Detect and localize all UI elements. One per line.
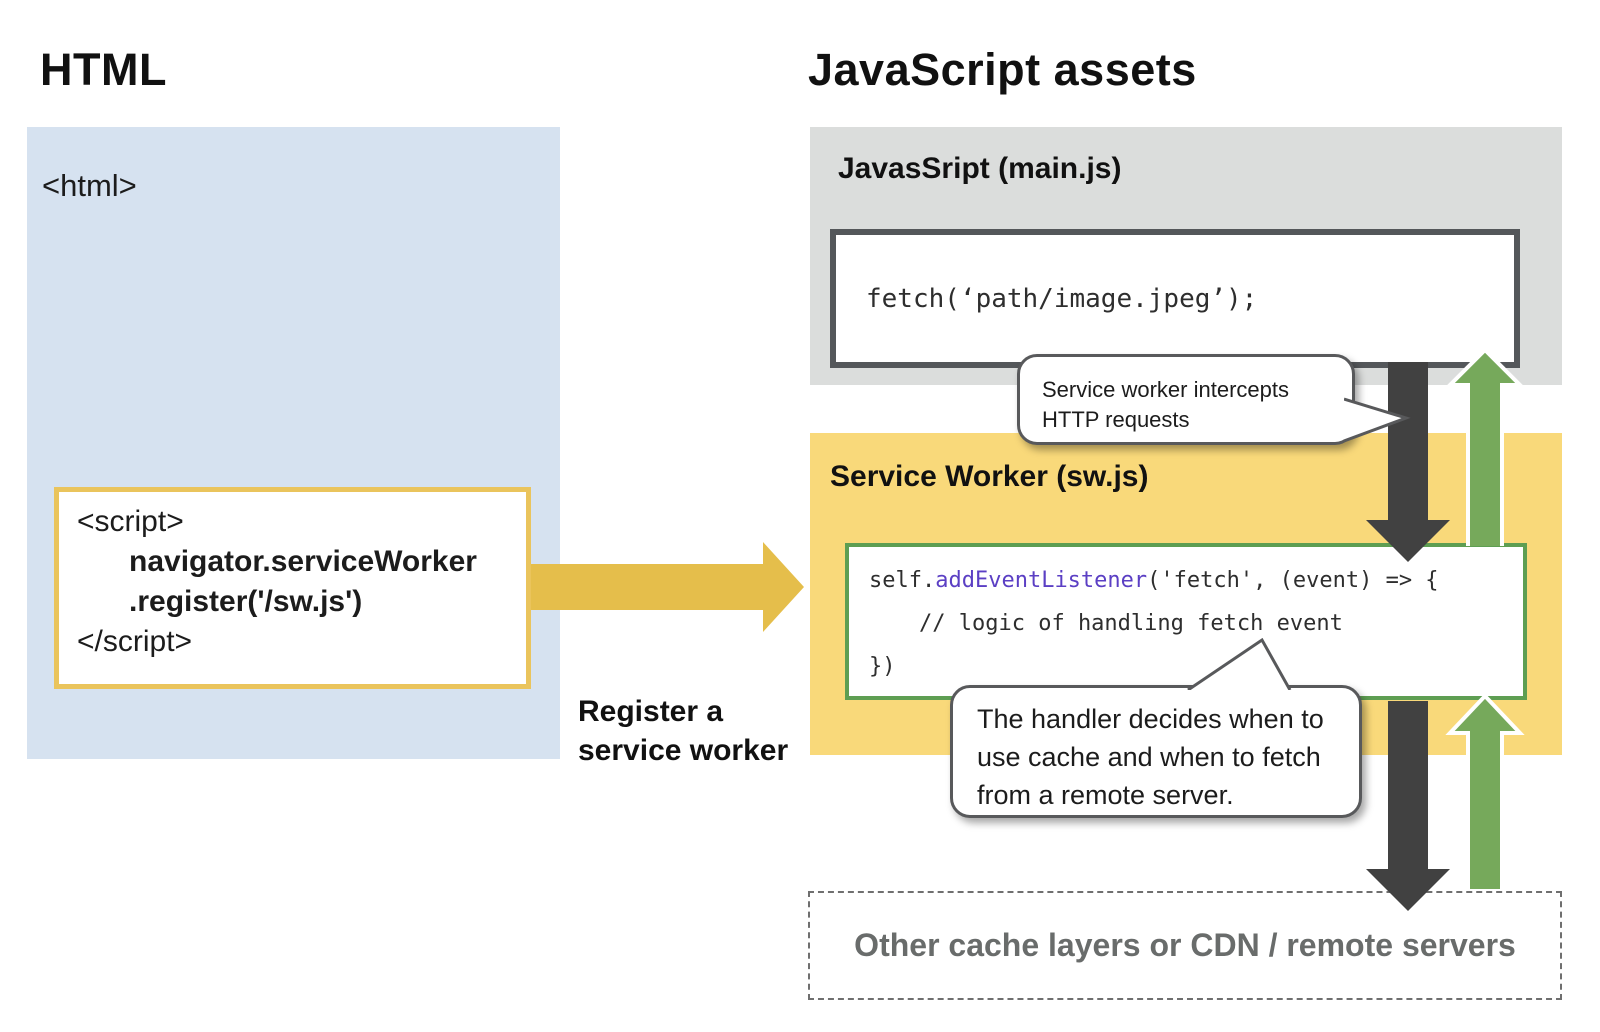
intercept-bubble-line-2: HTTP requests — [1042, 407, 1190, 432]
handler-bubble-line-1: The handler decides when to — [977, 704, 1324, 734]
sw-code-self: self. — [869, 568, 936, 593]
register-caption-line-1: Register a — [578, 695, 724, 728]
service-worker-panel-title: Service Worker (sw.js) — [830, 460, 1149, 493]
script-close-tag: </script> — [77, 625, 193, 658]
cache-layers-box: Other cache layers or CDN / remote serve… — [808, 891, 1562, 1000]
heading-javascript-assets: JavaScript assets — [808, 44, 1197, 95]
register-arrow — [531, 542, 804, 632]
cache-layers-label: Other cache layers or CDN / remote serve… — [854, 927, 1516, 963]
fetch-code: fetch(‘path/image.jpeg’); — [866, 283, 1258, 314]
sw-code-box: self.addEventListener('fetch', (event) =… — [845, 543, 1527, 700]
handler-bubble-line-3: from a remote server. — [977, 780, 1234, 810]
intercept-bubble: Service worker intercepts HTTP requests — [1017, 354, 1355, 445]
sw-code-line-2: // logic of handling fetch event — [919, 611, 1343, 636]
heading-html: HTML — [40, 44, 167, 95]
script-code-line-1: navigator.serviceWorker — [129, 545, 477, 578]
sw-code-args: ('fetch', (event) => { — [1147, 568, 1439, 593]
register-caption-line-2: service worker — [578, 734, 789, 767]
fetch-code-box: fetch(‘path/image.jpeg’); — [830, 229, 1520, 368]
intercept-bubble-line-1: Service worker intercepts — [1042, 377, 1289, 402]
register-arrow-caption: Register a service worker — [578, 692, 788, 770]
html-tag-label: <html> — [42, 168, 137, 203]
script-code-line-2: .register('/sw.js') — [129, 585, 363, 618]
script-register-box: <script> navigator.serviceWorker .regist… — [54, 487, 531, 689]
sw-code-line-1: self.addEventListener('fetch', (event) =… — [869, 559, 1523, 602]
sw-code-keyword: addEventListener — [935, 568, 1148, 593]
handler-bubble-line-2: use cache and when to fetch — [977, 742, 1321, 772]
sw-code-line-3: }) — [869, 654, 896, 679]
script-open-tag: <script> — [77, 505, 184, 538]
handler-bubble: The handler decides when to use cache an… — [950, 685, 1362, 818]
main-js-panel-title: JavasSript (main.js) — [838, 152, 1122, 185]
